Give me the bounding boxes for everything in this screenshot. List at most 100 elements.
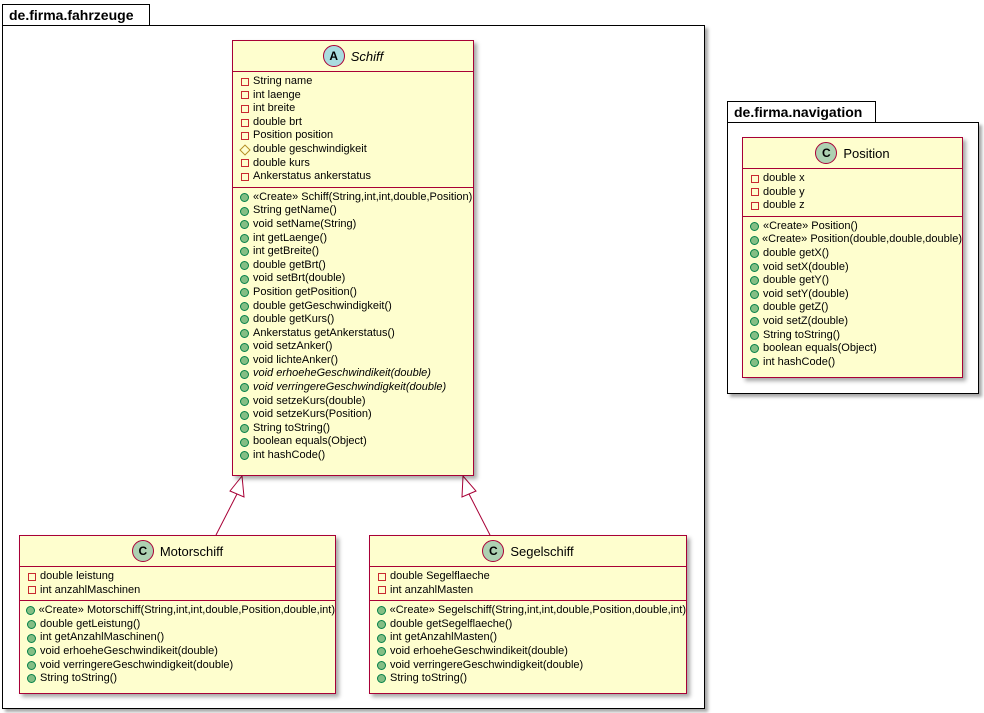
method-text: «Create» Position(double,double,double) — [762, 233, 962, 246]
method-text: String toString() — [763, 328, 841, 341]
field-text: double brt — [253, 115, 302, 128]
segelschiff-extends-schiff-line — [468, 493, 491, 536]
method-text: void erhoeheGeschwindikeit(double) — [253, 367, 431, 380]
method-row: String toString() — [239, 422, 473, 436]
field-row: Ankerstatus ankerstatus — [239, 170, 473, 184]
segelschiff-methods: «Create» Segelschiff(String,int,int,doub… — [370, 600, 686, 689]
package-tab-fahrzeuge: de.firma.fahrzeuge — [2, 4, 150, 26]
method-row: «Create» Segelschiff(String,int,int,doub… — [376, 604, 686, 618]
abstract-class-icon: A — [322, 45, 345, 67]
method-row: «Create» Motorschiff(String,int,int,doub… — [26, 604, 335, 618]
public-method-icon — [750, 276, 759, 286]
field-text: double x — [763, 172, 805, 184]
motorschiff-extends-schiff-line — [215, 493, 238, 536]
method-row: void verringereGeschwindigkeit(double) — [376, 659, 686, 673]
method-text: int hashCode() — [253, 449, 326, 462]
method-row: String toString() — [376, 672, 686, 686]
motorschiff-methods: «Create» Motorschiff(String,int,int,doub… — [20, 600, 335, 689]
method-text: double getKurs() — [253, 313, 335, 326]
field-row: double z — [749, 199, 962, 213]
public-method-icon — [240, 328, 249, 338]
method-row: double getZ() — [749, 301, 962, 315]
method-row: double getY() — [749, 274, 962, 288]
field-text: double z — [763, 199, 805, 212]
public-method-icon — [240, 288, 249, 298]
field-text: String name — [253, 75, 313, 87]
public-method-icon — [750, 344, 759, 354]
method-text: void erhoeheGeschwindikeit(double) — [40, 644, 218, 657]
public-method-icon — [750, 317, 759, 327]
private-field-icon — [377, 586, 386, 595]
class-motorschiff[interactable]: C Motorschiff double leistung int anzahlMas… — [19, 535, 336, 694]
public-method-icon — [377, 620, 386, 630]
method-text: int getBreite() — [253, 245, 320, 258]
segelschiff-extends-schiff-arrowhead — [461, 474, 477, 498]
method-text: void setzeKurs(Position) — [253, 408, 372, 421]
private-field-icon — [240, 91, 249, 100]
private-field-icon — [750, 188, 759, 197]
method-row: void setzAnker() — [239, 340, 473, 354]
private-field-icon — [240, 104, 249, 113]
method-text: void verringereGeschwindigkeit(double) — [40, 658, 234, 671]
public-method-icon — [377, 633, 386, 643]
method-text: double getBrt() — [253, 258, 326, 271]
public-method-icon — [750, 262, 759, 272]
field-text: Position position — [253, 129, 334, 142]
motorschiff-fields: double leistung int anzahlMaschinen — [20, 567, 335, 600]
method-text: boolean equals(Object) — [763, 342, 877, 355]
method-text: «Create» Motorschiff(String,int,int,doub… — [38, 604, 335, 617]
public-method-icon — [240, 274, 249, 284]
method-row: boolean equals(Object) — [239, 435, 473, 449]
field-text: double Segelflaeche — [390, 570, 490, 582]
motorschiff-class-name: Motorschiff — [159, 543, 224, 559]
public-method-icon — [240, 247, 249, 257]
field-row: double brt — [239, 116, 473, 130]
field-row: double kurs — [239, 157, 473, 171]
field-row: double Segelflaeche — [376, 570, 686, 584]
method-text: void setZ(double) — [763, 314, 848, 327]
method-text: «Create» Schiff(String,int,int,double,Po… — [253, 190, 473, 203]
public-method-icon — [750, 249, 759, 259]
method-row: «Create» Position() — [749, 220, 962, 234]
method-text: String toString() — [40, 672, 118, 685]
field-text: double geschwindigkeit — [253, 142, 367, 155]
method-text: double getLeistung() — [40, 617, 141, 630]
method-text: void lichteAnker() — [253, 353, 338, 366]
public-method-icon — [240, 301, 249, 311]
method-row: void setBrt(double) — [239, 272, 473, 286]
method-row: void setName(String) — [239, 218, 473, 232]
public-method-icon — [240, 383, 249, 393]
field-text: double leistung — [40, 570, 115, 582]
field-text: double kurs — [253, 156, 310, 169]
method-row: «Create» Schiff(String,int,int,double,Po… — [239, 191, 473, 205]
field-row: int anzahlMaschinen — [26, 584, 335, 598]
public-method-icon — [240, 193, 249, 203]
method-row: void verringereGeschwindigkeit(double) — [26, 659, 335, 673]
public-method-icon — [240, 410, 249, 420]
schiff-methods: «Create» Schiff(String,int,int,double,Po… — [233, 186, 473, 466]
public-method-icon — [240, 206, 249, 216]
method-text: Position getPosition() — [253, 285, 357, 298]
method-row: int getLaenge() — [239, 232, 473, 246]
method-row: void lichteAnker() — [239, 354, 473, 368]
private-field-icon — [750, 174, 759, 183]
method-text: double getZ() — [763, 301, 829, 314]
field-row: double x — [749, 172, 962, 186]
class-icon: C — [131, 540, 154, 562]
method-row: void setX(double) — [749, 261, 962, 275]
segelschiff-class-name: Segelschiff — [510, 543, 574, 559]
private-field-icon — [27, 572, 36, 581]
method-row: void verringereGeschwindigkeit(double) — [239, 381, 473, 395]
private-field-icon — [27, 586, 36, 595]
public-method-icon — [750, 358, 759, 368]
public-method-icon — [750, 303, 759, 313]
method-row: String toString() — [26, 672, 335, 686]
method-text: void setzeKurs(double) — [253, 394, 366, 407]
method-row: double getSegelflaeche() — [376, 618, 686, 632]
